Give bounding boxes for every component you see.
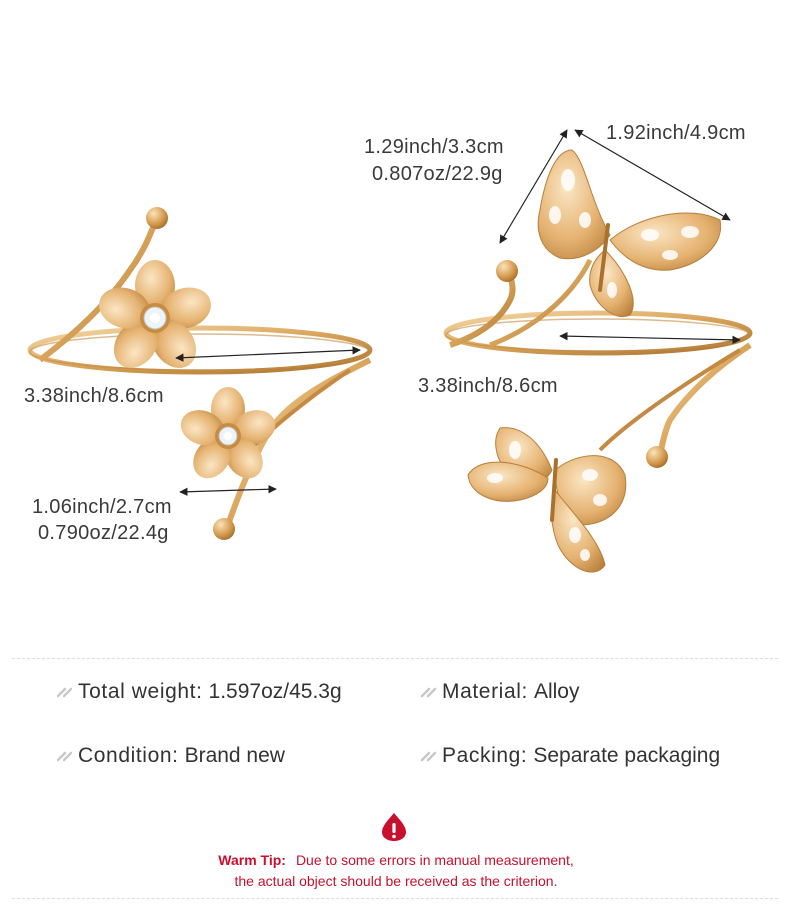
butterfly-charm-lower	[467, 427, 627, 573]
condition-value: Brand new	[184, 744, 285, 767]
flower-size-label: 1.06inch/2.7cm	[32, 496, 172, 518]
flower-weight-label: 0.790oz/22.4g	[38, 522, 169, 544]
warm-tip-line-2: the actual object should be received as …	[0, 873, 792, 889]
butterfly-height-arrow	[499, 129, 568, 244]
condition-label: Condition:	[78, 744, 179, 767]
spec-material: Material: Alloy	[420, 680, 579, 704]
warm-tip-text-2: the actual object should be received as …	[234, 873, 558, 889]
bottom-divider	[12, 898, 778, 899]
warm-tip-text-1: Due to some errors in manual measurement…	[295, 852, 574, 868]
flower-charm-small	[180, 387, 276, 479]
packing-label: Packing:	[442, 744, 528, 767]
double-slash-bullet-icon	[56, 751, 73, 762]
double-slash-bullet-icon	[420, 687, 437, 698]
flower-size-arrow	[179, 485, 277, 496]
total-weight-label: Total weight:	[78, 680, 203, 703]
flower-charm-large	[99, 260, 211, 368]
double-slash-bullet-icon	[56, 687, 73, 698]
butterfly-width-label: 3.38inch/8.6cm	[418, 375, 558, 397]
spec-packing: Packing: Separate packaging	[420, 744, 720, 768]
spec-condition: Condition: Brand new	[56, 744, 285, 768]
warm-tip-label: Warm Tip:	[218, 852, 286, 868]
butterfly-wing-label: 1.92inch/4.9cm	[606, 122, 746, 144]
top-divider	[12, 658, 778, 659]
material-value: Alloy	[533, 680, 580, 703]
spec-total-weight: Total weight: 1.597oz/45.3g	[56, 680, 342, 704]
product-illustration	[27, 129, 753, 573]
flower-arm-cuff	[27, 207, 373, 540]
flower-width-label: 3.38inch/8.6cm	[24, 385, 164, 407]
material-label: Material:	[442, 680, 528, 703]
warm-tip-line-1: Warm Tip: Due to some errors in manual me…	[0, 852, 792, 868]
butterfly-width-arrow	[559, 331, 741, 345]
butterfly-wing-arrow	[574, 129, 731, 221]
flower-width-arrow	[175, 346, 361, 362]
warning-drop-icon	[382, 813, 406, 841]
packing-value: Separate packaging	[533, 744, 721, 767]
butterfly-arm-cuff	[443, 149, 753, 573]
double-slash-bullet-icon	[420, 751, 437, 762]
total-weight-value: 1.597oz/45.3g	[208, 680, 342, 703]
butterfly-weight-label: 0.807oz/22.9g	[372, 163, 503, 185]
butterfly-height-label: 1.29inch/3.3cm	[364, 136, 504, 158]
